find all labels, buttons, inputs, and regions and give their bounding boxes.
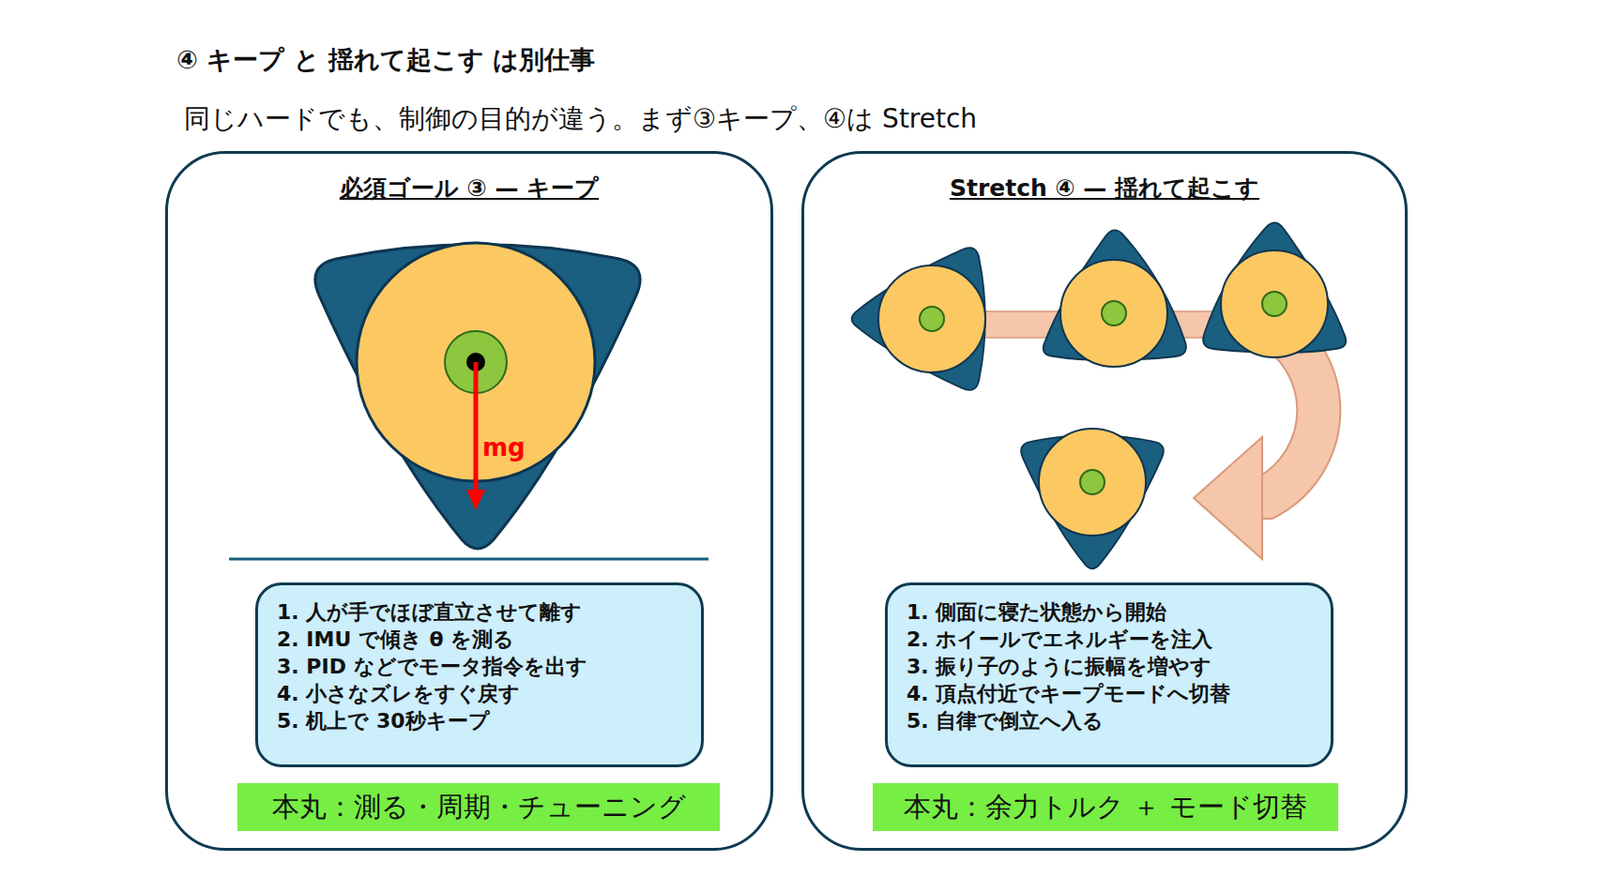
key-point-band: 本丸：測る・周期・チューニング: [237, 783, 720, 832]
step-item: 1. 人が手でほぼ直立させて離す: [276, 598, 683, 626]
subtitle: 同じハードでも、制御の目的が違う。まず③キープ、④は Stretch: [183, 101, 977, 138]
key-point: 本丸：余力トルク ＋ モード切替: [903, 789, 1307, 827]
step-item: 2. ホイールでエネルギーを注入: [906, 625, 1312, 654]
goal-panel: Stretch ④ — 揺れて起こす 1. 側面に寝た状態から開始2. ホイールで…: [801, 151, 1408, 852]
step-item: 3. 振り子のように振幅を増やす: [906, 653, 1312, 681]
step-list: 1. 人が手でほぼ直立させて離す2. IMU で傾き θ を測る3. PID な…: [255, 582, 704, 768]
key-point-band: 本丸：余力トルク ＋ モード切替: [872, 783, 1339, 832]
step-item: 5. 自律で倒立へ入る: [906, 707, 1312, 735]
keep-robot: [228, 243, 709, 560]
goal-panel: 必須ゴール ③ — キープ 1. 人が手でほぼ直立させて離す2. IMU で傾き …: [165, 151, 774, 852]
step-item: 5. 机上で 30秒キープ: [276, 707, 683, 735]
force-label: mg: [482, 433, 526, 462]
panel-heading: 必須ゴール ③ — キープ: [167, 172, 771, 204]
key-point: 本丸：測る・周期・チューニング: [272, 789, 686, 827]
page-title: ④ キープ と 揺れて起こす は別仕事: [176, 43, 595, 77]
swing-up-sequence: [852, 215, 1382, 569]
step-item: 2. IMU で傾き θ を測る: [276, 625, 683, 654]
step-item: 4. 小さなズレをすぐ戻す: [276, 680, 683, 708]
step-item: 1. 側面に寝た状態から開始: [906, 598, 1312, 626]
panel-heading: Stretch ④ — 揺れて起こす: [804, 172, 1405, 204]
step-list: 1. 側面に寝た状態から開始2. ホイールでエネルギーを注入3. 振り子のように…: [884, 582, 1334, 768]
step-item: 4. 頂点付近でキープモードへ切替: [906, 680, 1312, 708]
step-item: 3. PID などでモータ指令を出す: [276, 653, 683, 681]
